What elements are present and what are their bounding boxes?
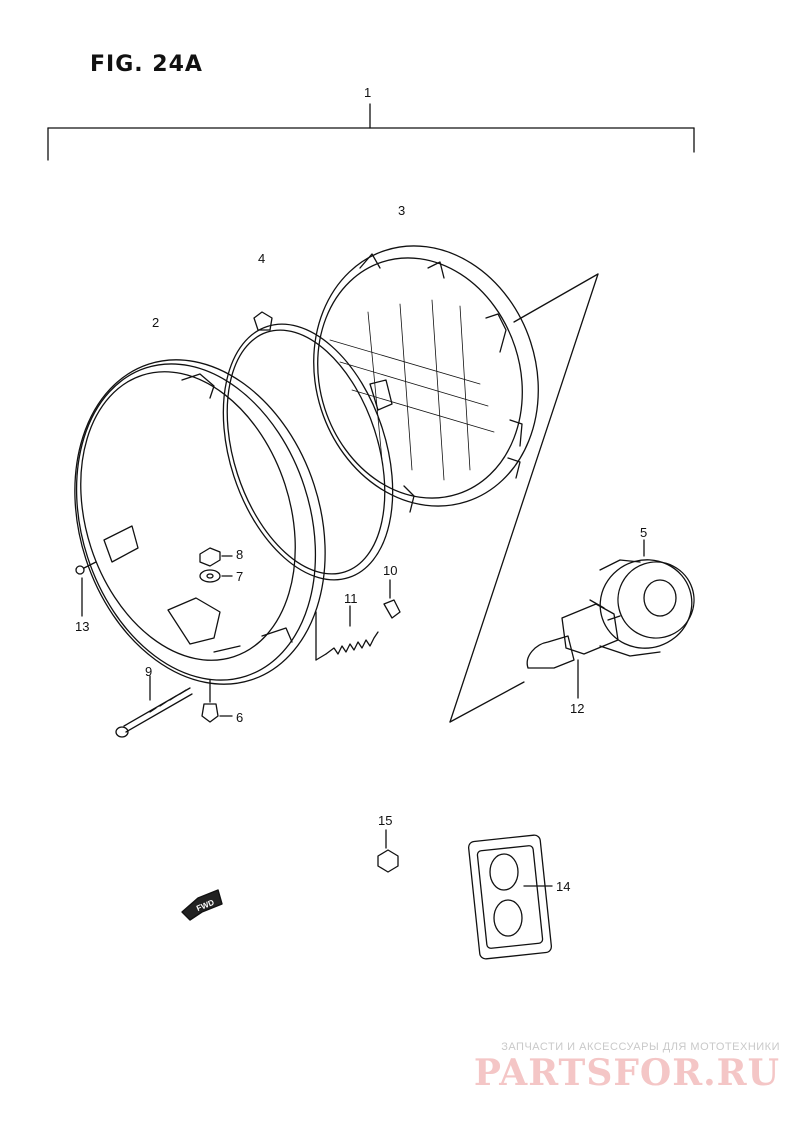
callout-1: 1	[364, 85, 372, 100]
headlamp-rim	[74, 359, 326, 685]
figure-title: FIG. 24A	[90, 52, 203, 77]
watermark-logo: PARTSFOR.RU	[473, 1052, 780, 1094]
nut-8	[199, 547, 233, 567]
socket-cover	[599, 539, 695, 657]
callout-3: 3	[398, 203, 406, 218]
callout-15: 15	[378, 813, 393, 828]
callout-9: 9	[145, 664, 153, 679]
assembly-bracket	[47, 103, 695, 161]
headlamp-ring	[222, 311, 394, 581]
watermark: ЗАПЧАСТИ И АКСЕССУАРЫ ДЛЯ МОТОТЕХНИКИ PA…	[474, 1041, 780, 1093]
fwd-arrow	[181, 889, 223, 921]
callout-6: 6	[236, 710, 244, 725]
callout-14: 14	[556, 879, 571, 894]
bolt-6	[201, 679, 233, 723]
reflector-14	[467, 834, 553, 960]
explode-lines	[449, 273, 599, 723]
watermark-caption: ЗАПЧАСТИ И АКСЕССУАРЫ ДЛЯ МОТОТЕХНИКИ	[501, 1041, 780, 1053]
callout-5: 5	[640, 525, 648, 540]
callout-11: 11	[344, 591, 358, 606]
clip-10	[383, 579, 401, 619]
spring-11	[315, 605, 379, 661]
screw-9	[115, 675, 193, 738]
callout-4: 4	[258, 251, 266, 266]
headlamp-unit	[313, 245, 539, 513]
callout-10: 10	[383, 563, 398, 578]
callout-8: 8	[236, 547, 244, 562]
screw-13	[75, 561, 97, 617]
callout-12: 12	[570, 701, 585, 716]
callout-2: 2	[152, 315, 160, 330]
nut-15	[377, 829, 399, 873]
callout-7: 7	[236, 569, 244, 584]
washer-7	[199, 569, 233, 583]
headlamp-bulb	[526, 599, 621, 699]
callout-13: 13	[75, 619, 90, 634]
